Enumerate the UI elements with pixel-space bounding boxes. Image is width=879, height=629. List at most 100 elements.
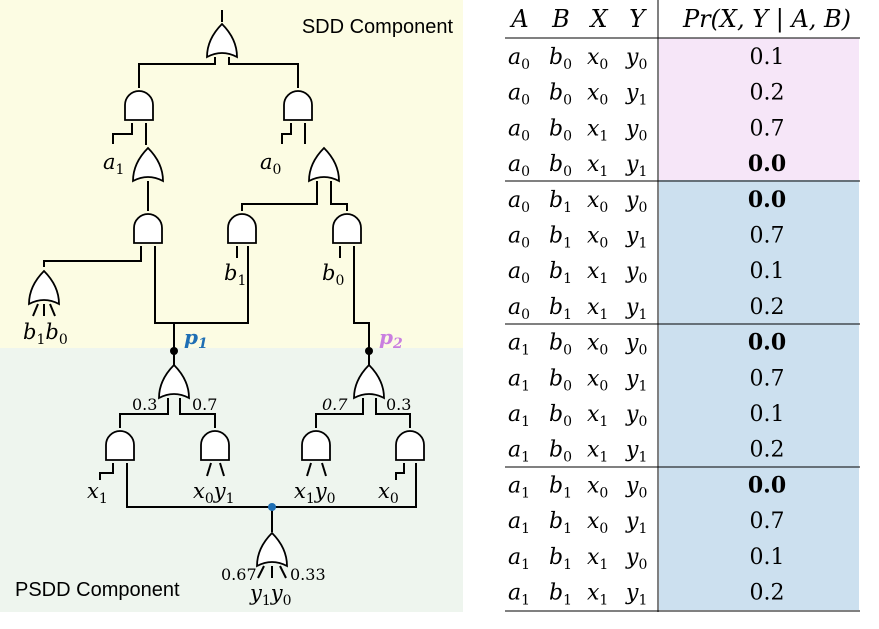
p1-node — [170, 347, 178, 355]
table-cell-y: y1 — [625, 438, 647, 466]
and-gate — [301, 430, 331, 461]
and-gate — [332, 213, 362, 244]
table-cell-a: a0 — [508, 81, 530, 109]
table-cell-a: a0 — [508, 152, 530, 180]
table-cell-a: a1 — [508, 331, 530, 359]
table-cell-probability: 0.2 — [750, 581, 785, 606]
table-cell-x: x1 — [587, 152, 608, 180]
table-cell-y: y0 — [625, 545, 647, 573]
circuit-wires — [32, 10, 417, 579]
literal-b1-b0: b1b0 — [23, 320, 68, 348]
and-gate — [283, 90, 313, 121]
table-cell-probability: 0.2 — [750, 438, 785, 463]
group-band — [659, 180, 859, 610]
table-cell-probability: 0.0 — [748, 472, 786, 498]
table-cell-a: a0 — [508, 295, 530, 323]
psdd-background — [0, 348, 463, 612]
table-cell-probability: 0.0 — [748, 330, 786, 356]
table-cell-a: a1 — [508, 509, 530, 537]
table-cell-x: x1 — [587, 295, 608, 323]
table-cell-a: a0 — [508, 188, 530, 216]
table-cell-y: y1 — [625, 224, 647, 252]
table-cell-b: b1 — [549, 295, 572, 323]
table-cell-y: y1 — [625, 581, 647, 609]
table-cell-x: x0 — [587, 473, 608, 501]
table-cell-y: y1 — [625, 295, 647, 323]
table-cell-b: b0 — [549, 116, 572, 144]
table-rows: a0 b0 x0 y0 0.1 a0 b0 x0 y1 0.2 a0 b0 x1 y0 0.7 a0 b0 x1 y… — [508, 45, 786, 609]
weight-label: 0.3 — [132, 395, 157, 414]
table-cell-y: y0 — [625, 259, 647, 287]
table-cell-x: x1 — [587, 259, 608, 287]
parameter-p2: p2 — [379, 325, 403, 352]
weight-label: 0.33 — [290, 565, 326, 584]
table-cell-y: y0 — [625, 473, 647, 501]
literal-b0: b0 — [322, 261, 344, 289]
table-cell-a: a0 — [508, 259, 530, 287]
table-cell-b: b1 — [549, 581, 572, 609]
literal-y1-y0: y1y0 — [249, 581, 292, 609]
table-cell-x: x0 — [587, 509, 608, 537]
table-cell-probability: 0.7 — [750, 509, 785, 534]
table-cell-a: a1 — [508, 545, 530, 573]
weight-label: 0.7 — [322, 395, 348, 414]
literal-a0: a0 — [260, 150, 281, 178]
table-cell-b: b0 — [549, 81, 572, 109]
table-cell-b: b1 — [549, 188, 572, 216]
table-cell-probability: 0.1 — [750, 259, 785, 284]
and-gate — [200, 430, 230, 461]
table-cell-x: x0 — [587, 45, 608, 73]
table-cell-x: x0 — [587, 366, 608, 394]
table-cell-b: b0 — [549, 152, 572, 180]
header-y: Y — [629, 5, 647, 33]
table-cell-x: x1 — [587, 402, 608, 430]
table-cell-b: b0 — [549, 331, 572, 359]
table-cell-y: y0 — [625, 402, 647, 430]
table-cell-probability: 0.1 — [750, 45, 785, 70]
table-cell-a: a1 — [508, 438, 530, 466]
table-cell-x: x1 — [587, 581, 608, 609]
table-cell-probability: 0.1 — [750, 545, 785, 570]
header-b: B — [551, 5, 570, 33]
table-cell-b: b1 — [549, 259, 572, 287]
literal-x0-y1: x0y1 — [193, 479, 235, 507]
probability-table: A B X Y Pr(X, Y | A, B) a0 b0 x0 y0 0.1 a0 b0 x… — [505, 0, 860, 612]
table-cell-b: b1 — [549, 473, 572, 501]
table-cell-x: x0 — [587, 188, 608, 216]
and-gate — [227, 213, 257, 244]
table-cell-y: y0 — [625, 331, 647, 359]
table-cell-y: y1 — [625, 152, 647, 180]
and-gate — [124, 90, 154, 121]
weight-label: 0.7 — [192, 395, 217, 414]
shared-node — [268, 503, 276, 511]
table-cell-probability: 0.0 — [748, 151, 786, 177]
table-cell-y: y1 — [625, 366, 647, 394]
table-cell-b: b1 — [549, 545, 572, 573]
group-band — [659, 38, 859, 180]
table-header: A B X Y Pr(X, Y | A, B) — [509, 5, 851, 34]
table-cell-y: y0 — [625, 188, 647, 216]
literal-x0: x0 — [378, 479, 399, 507]
table-cell-probability: 0.7 — [750, 366, 785, 391]
weight-label: 0.3 — [386, 395, 411, 414]
psdd-component-label: PSDD Component — [15, 579, 180, 601]
table-cell-probability: 0.1 — [750, 402, 785, 427]
literal-b1: b1 — [224, 261, 246, 289]
table-cell-b: b1 — [549, 509, 572, 537]
table-cell-y: y1 — [625, 509, 647, 537]
table-cell-a: a1 — [508, 402, 530, 430]
table-cell-a: a1 — [508, 366, 530, 394]
table-cell-a: a0 — [508, 224, 530, 252]
literal-x1: x1 — [87, 479, 108, 507]
p2-node — [365, 347, 373, 355]
header-probability: Pr(X, Y | A, B) — [682, 5, 851, 34]
sdd-component-label: SDD Component — [302, 16, 454, 38]
table-cell-x: x1 — [587, 545, 608, 573]
table-cell-a: a0 — [508, 116, 530, 144]
header-x: X — [588, 5, 608, 33]
literal-x1-y0: x1y0 — [294, 479, 336, 507]
table-cell-y: y0 — [625, 116, 647, 144]
table-cell-probability: 0.7 — [750, 224, 785, 249]
table-cell-b: b1 — [549, 224, 572, 252]
